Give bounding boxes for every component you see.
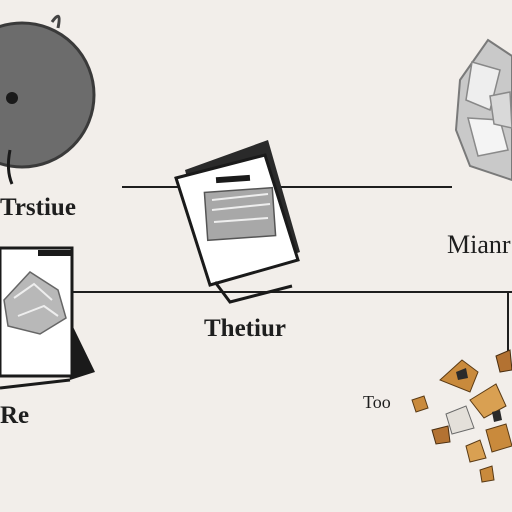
crystal-icon [454,38,512,182]
label-bottom-left: Re [0,402,30,429]
document-icon [174,140,300,304]
disc-icon [0,14,96,185]
rock-document-icon [0,246,95,390]
label-top-right: Mianr [447,230,511,259]
label-bottom-right: Too [363,392,391,412]
label-center: Thetiur [204,315,286,342]
scattered-fragments-icon [411,349,512,483]
label-top-left: Trstiue [0,194,76,221]
connector-lines [71,186,512,372]
